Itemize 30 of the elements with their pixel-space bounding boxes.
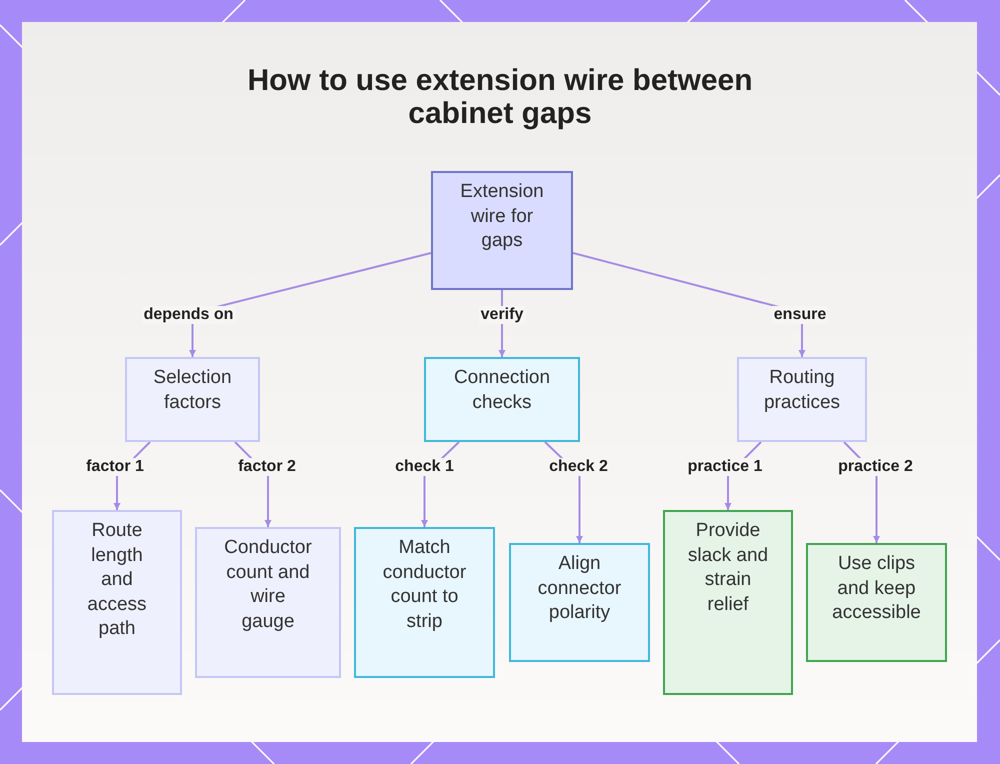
diagram-title: How to use extension wire between cabinet gaps <box>246 64 754 130</box>
edge-label: check 1 <box>393 458 456 476</box>
edge-label: check 2 <box>547 458 610 476</box>
node-text: Extension wire for gaps <box>459 180 545 253</box>
node-text: Route length and access path <box>86 519 148 641</box>
edge-label: practice 1 <box>686 458 764 476</box>
node-text: Match conductor count to strip <box>382 536 468 634</box>
node-text: Provide slack and strain relief <box>686 519 770 616</box>
concept-box <box>737 357 867 442</box>
node-text: Align connector polarity <box>536 552 622 625</box>
edge-label: depends on <box>142 306 236 324</box>
edge-label: ensure <box>772 306 828 324</box>
node-text: Connection checks <box>452 366 552 414</box>
edge-label: verify <box>478 306 526 324</box>
node-text: Use clips and keep accessible <box>831 552 922 625</box>
concept-box <box>806 543 947 662</box>
concept-box <box>509 543 650 662</box>
node-text: Selection factors <box>152 366 233 414</box>
edge-label: factor 1 <box>84 458 146 476</box>
edge-label: practice 2 <box>836 458 915 476</box>
root-concept-box <box>431 171 573 290</box>
concept-box <box>354 527 495 678</box>
concept-box <box>663 510 793 695</box>
concept-box <box>195 527 341 678</box>
concept-box <box>424 357 580 442</box>
concept-box <box>125 357 260 442</box>
concept-box <box>52 510 182 695</box>
edge-label: factor 2 <box>236 458 298 476</box>
node-text: Routing practices <box>762 366 842 414</box>
node-text: Conductor count and wire gauge <box>223 536 313 634</box>
